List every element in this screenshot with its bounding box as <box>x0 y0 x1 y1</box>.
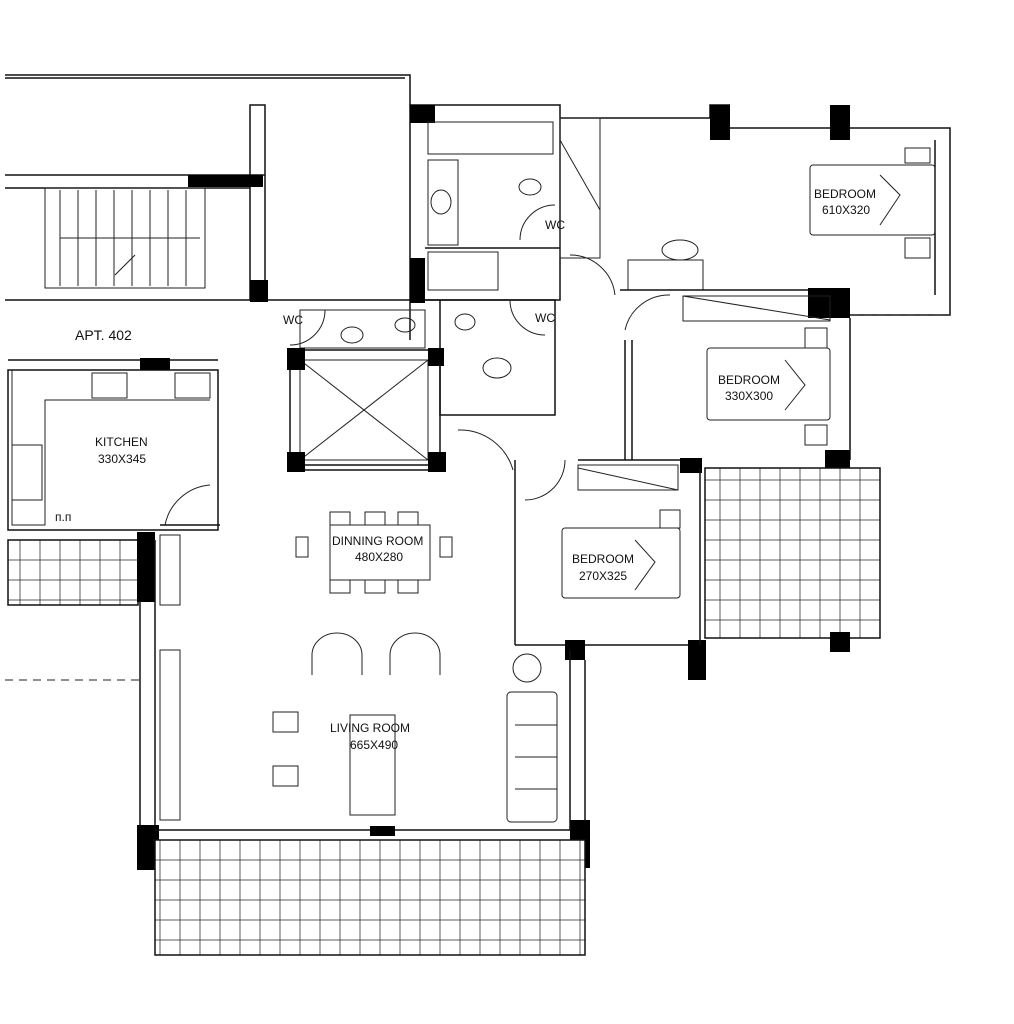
room-name-dining: DINNING ROOM <box>332 534 423 548</box>
bedroom-3-area <box>457 429 706 680</box>
bedroom-1-area <box>559 104 951 318</box>
bedroom-2-area <box>624 295 851 468</box>
bathrooms <box>289 104 671 416</box>
wc-label-1: WC <box>283 313 303 327</box>
room-size-bedroom-2: 330X300 <box>725 389 773 403</box>
apartment-label: APT. 402 <box>75 327 132 343</box>
room-name-kitchen: KITCHEN <box>95 435 148 449</box>
kitchen-area <box>5 358 220 681</box>
room-name-bedroom-3: BEDROOM <box>572 552 634 566</box>
kitchen-note: п.п <box>55 510 71 524</box>
room-name-living: LIVING ROOM <box>330 721 410 735</box>
room-size-kitchen: 330X345 <box>98 452 146 466</box>
right-terrace <box>704 467 881 652</box>
room-name-bedroom-1: BEDROOM <box>814 187 876 201</box>
room-size-bedroom-3: 270X325 <box>579 569 627 583</box>
staircase <box>44 187 206 289</box>
room-name-bedroom-2: BEDROOM <box>718 373 780 387</box>
wc-label-2: WC <box>545 218 565 232</box>
wc-label-3: WC <box>535 311 555 325</box>
room-size-living: 665X490 <box>350 738 398 752</box>
room-size-bedroom-1: 610X320 <box>822 203 870 217</box>
living-dining-area <box>137 511 590 956</box>
elevator-shaft <box>287 348 446 472</box>
room-size-dining: 480X280 <box>355 550 403 564</box>
